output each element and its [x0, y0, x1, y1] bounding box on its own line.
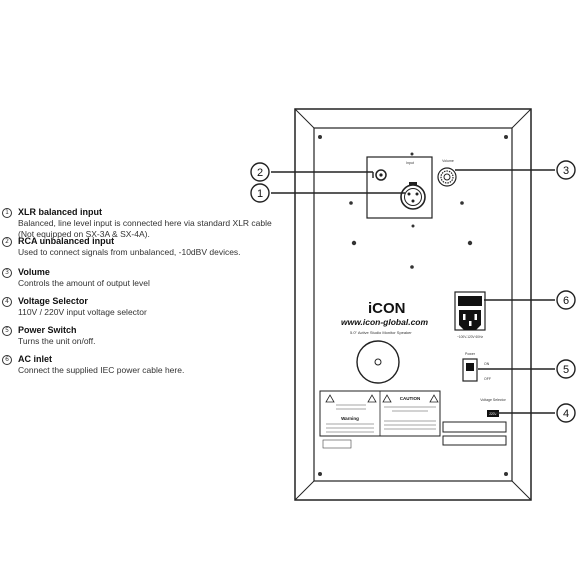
model-line: 5.0" Active Studio Monitor Speaker [350, 330, 412, 335]
legend-desc: (Not equipped on SX-3A & SX-4A). [18, 229, 150, 239]
legend-title: XLR balanced input [18, 207, 103, 217]
branding: iCON www.icon-global.com 5.0" Active Stu… [341, 300, 428, 335]
callout-lines [271, 169, 555, 414]
legend-item-voltage: 4 Voltage Selector 110V / 220V input vol… [2, 296, 292, 324]
legend-item-power: 5 Power Switch Turns the unit on/off. [2, 325, 292, 353]
volume-knob[interactable]: Volume [437, 159, 457, 187]
callout-5: 5 [556, 359, 576, 379]
brand-logo: iCON [368, 300, 406, 317]
legend-title: AC inlet [18, 354, 53, 364]
brand-website: www.icon-global.com [341, 317, 428, 327]
callout-2-number: 2 [257, 167, 263, 179]
callout-6-number: 6 [563, 295, 569, 307]
legend-number: 3 [2, 268, 12, 278]
callout-1-number: 1 [257, 188, 263, 200]
power-label: Power [465, 352, 476, 356]
caution-title: CAUTION [400, 396, 421, 401]
callout-4-number: 4 [563, 408, 569, 420]
legend-number: 2 [2, 237, 12, 247]
legend-desc: 110V / 220V input voltage selector [18, 307, 147, 317]
voltage-selector-label: Voltage Selector [480, 398, 506, 402]
legend-number: 5 [2, 326, 12, 336]
power-off-label: OFF [484, 377, 491, 381]
legend-item-volume: 3 Volume Controls the amount of output l… [2, 267, 292, 295]
legend-number: 4 [2, 297, 12, 307]
volume-label: Volume [442, 159, 454, 163]
warning-title: Warning [341, 416, 359, 421]
callout-3-number: 3 [563, 165, 569, 177]
legend-desc: Connect the supplied IEC power cable her… [18, 365, 185, 375]
callout-1: 1 [250, 183, 270, 203]
screws [318, 135, 508, 476]
legend-desc: Used to connect signals from unbalanced,… [18, 247, 241, 257]
legend-item-rca: 2 RCA unbalanced input Used to connect s… [2, 236, 292, 266]
voltage-selector[interactable]: Voltage Selector 220V [480, 398, 507, 417]
callout-3: 3 [556, 160, 576, 180]
input-plate: Input [366, 156, 433, 219]
callout-5-number: 5 [563, 364, 569, 376]
legend-desc: Turns the unit on/off. [18, 336, 96, 346]
legend-number: 6 [2, 355, 12, 365]
legend-number: 1 [2, 208, 12, 218]
callout-6: 6 [556, 290, 576, 310]
bass-port [356, 340, 400, 384]
warning-labels: Warning CAUTION [319, 390, 507, 449]
input-plate-label: Input [406, 161, 414, 165]
ac-inlet-label: ~100V-120V 60Hz [457, 335, 483, 339]
power-on-label: ON [484, 362, 490, 366]
ac-inlet[interactable]: ~100V-120V 60Hz [454, 291, 486, 339]
legend-title: Volume [18, 267, 50, 277]
voltage-value: 220V [489, 412, 497, 416]
legend-item-xlr: 1 XLR balanced input Balanced, line leve… [2, 207, 292, 239]
legend-desc: Controls the amount of output level [18, 278, 150, 288]
callout-4: 4 [556, 403, 576, 423]
legend: 1 XLR balanced input Balanced, line leve… [2, 207, 292, 383]
callout-2: 2 [250, 162, 270, 182]
legend-item-ac: 6 AC inlet Connect the supplied IEC powe… [2, 354, 292, 382]
power-switch[interactable]: Power ON OFF [462, 352, 491, 382]
legend-title: RCA unbalanced input [18, 236, 115, 246]
legend-desc: Balanced, line level input is connected … [18, 218, 272, 228]
legend-title: Voltage Selector [18, 296, 88, 306]
legend-title: Power Switch [18, 325, 77, 335]
